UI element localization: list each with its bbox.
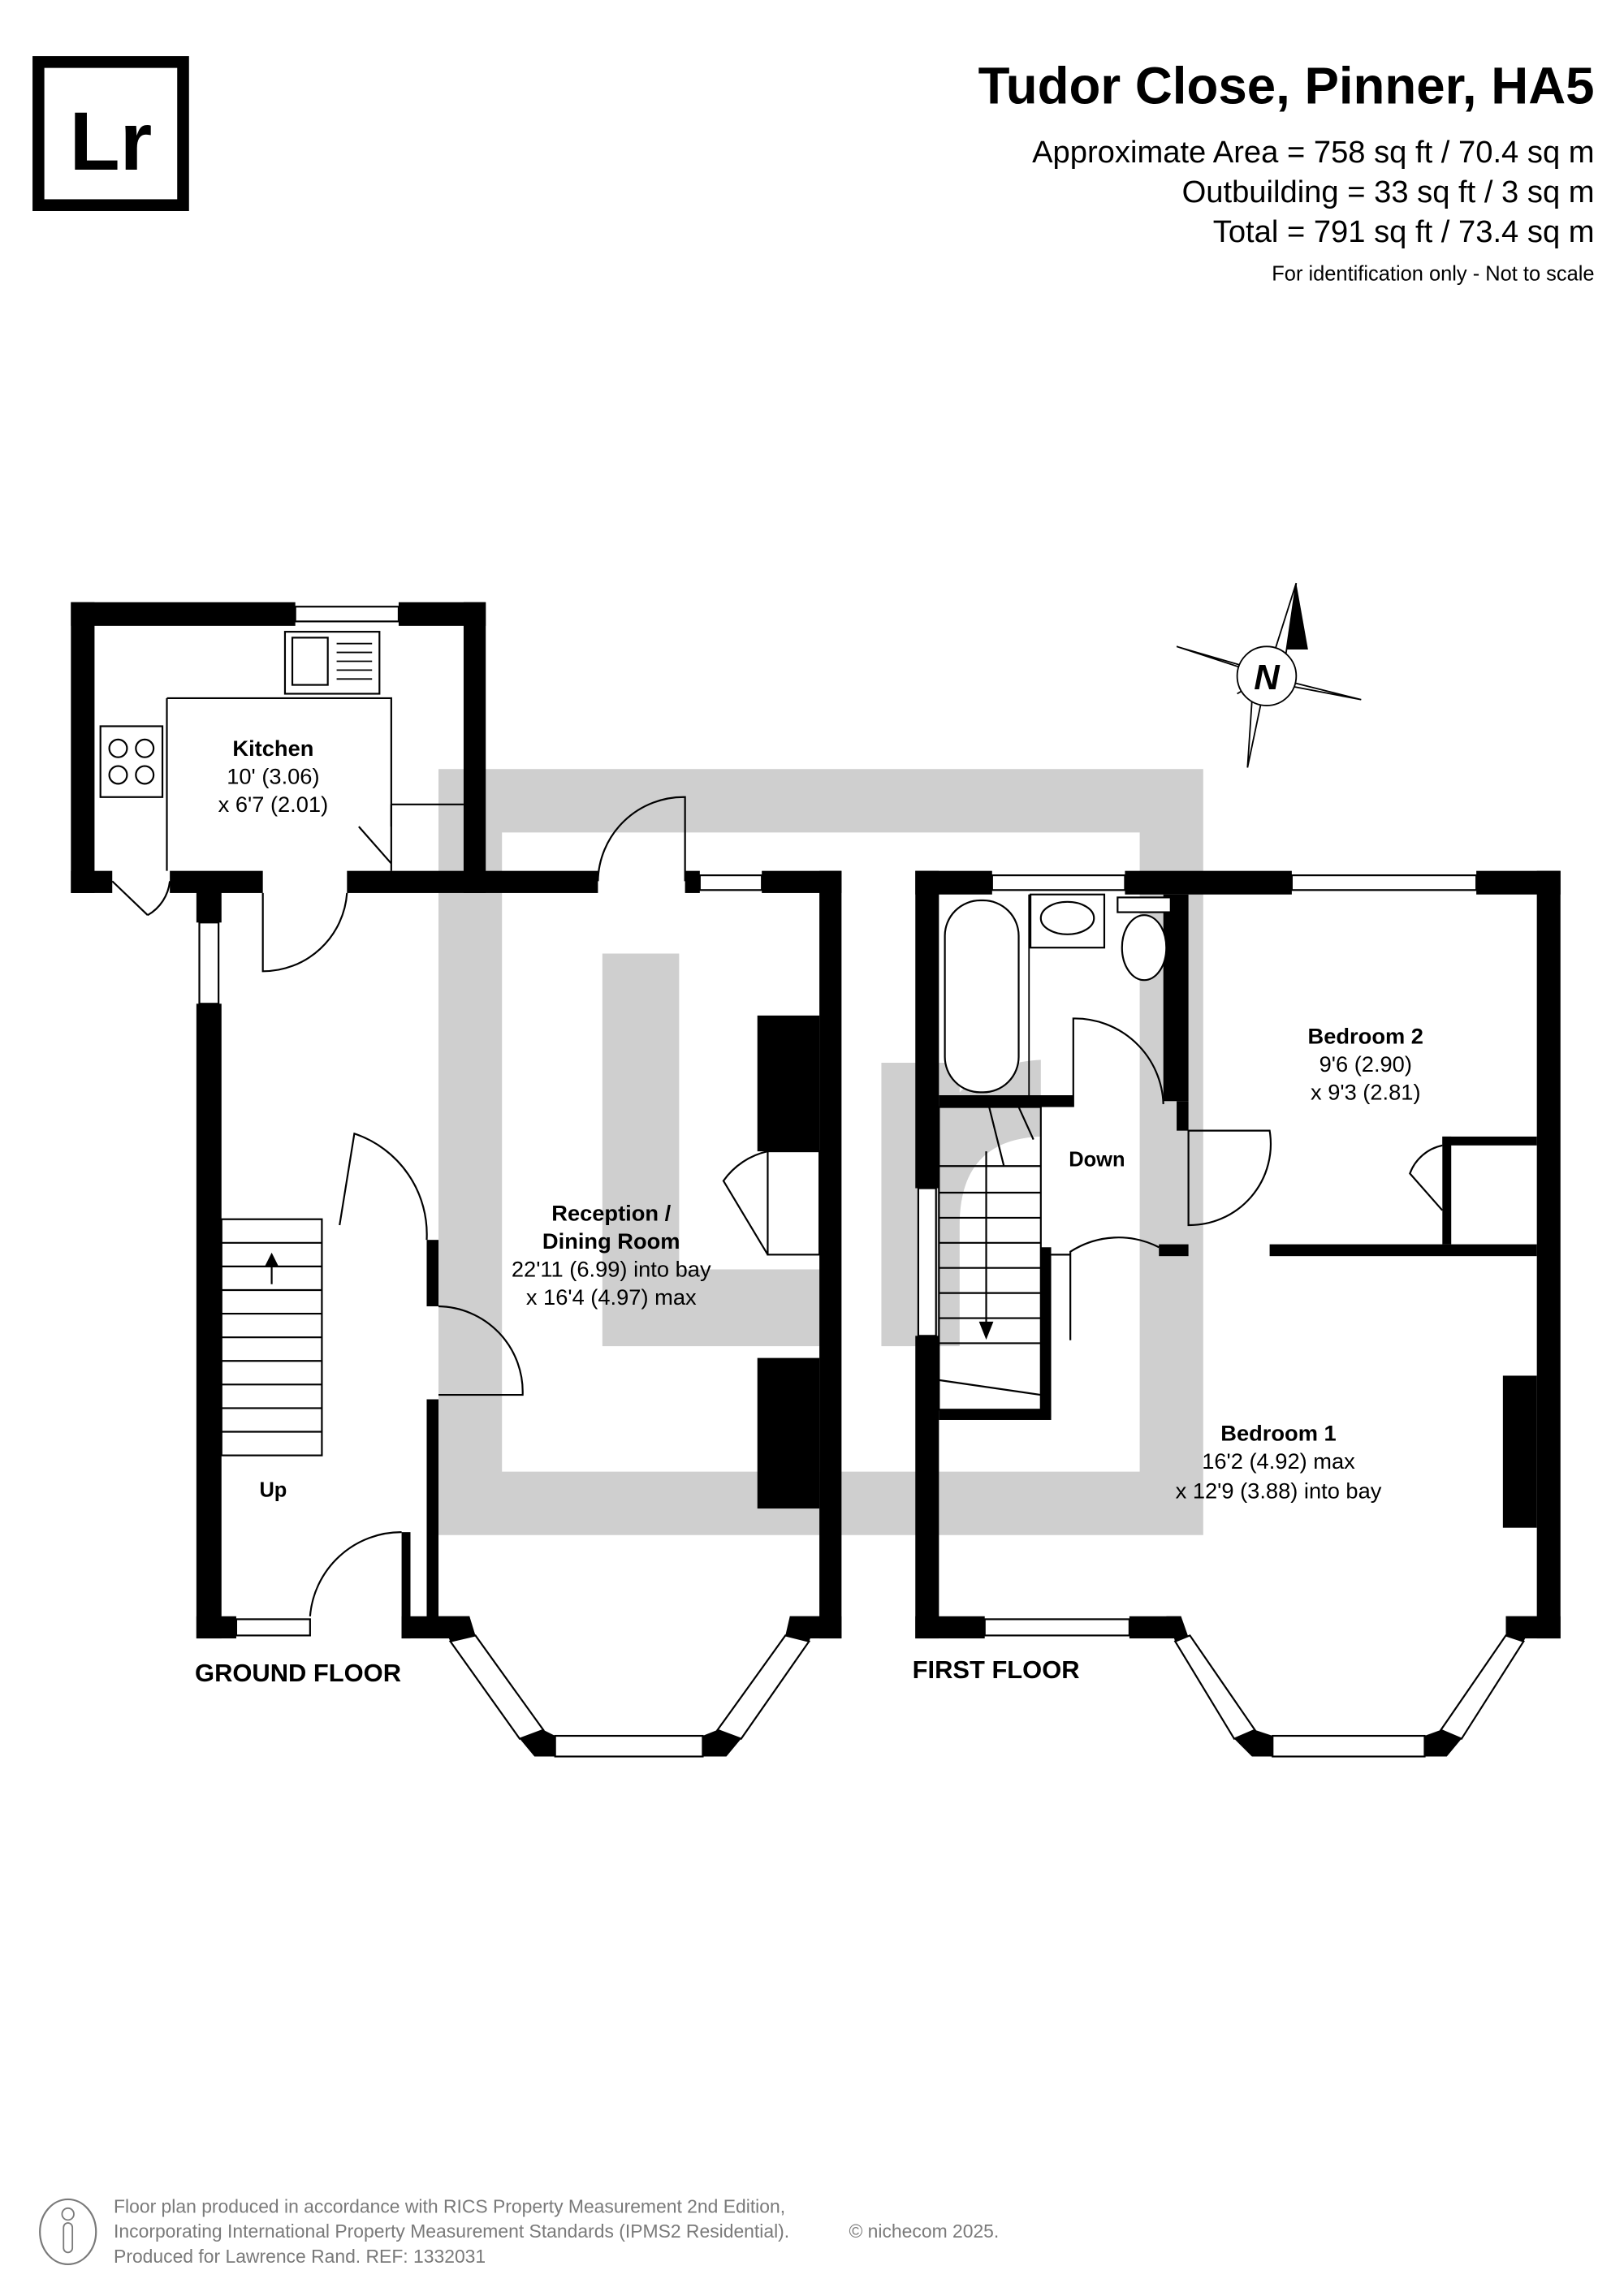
svg-text:16'2 (4.92) max: 16'2 (4.92) max xyxy=(1202,1448,1355,1474)
svg-text:Bedroom 2: Bedroom 2 xyxy=(1308,1023,1423,1048)
svg-text:x 6'7 (2.01): x 6'7 (2.01) xyxy=(218,792,329,817)
room-bedroom-1: Bedroom 1 16'2 (4.92) max x 12'9 (3.88) … xyxy=(1176,1420,1382,1503)
outbuilding-area: Outbuilding = 33 sq ft / 3 sq m xyxy=(1182,175,1595,209)
room-kitchen: Kitchen 10' (3.06) x 6'7 (2.01) xyxy=(218,736,329,817)
ground-floor-label: GROUND FLOOR xyxy=(195,1659,401,1687)
room-reception-dining: Reception / Dining Room 22'11 (6.99) int… xyxy=(512,1201,711,1310)
first-floor-label: FIRST FLOOR xyxy=(913,1655,1080,1684)
first-floor-stairs xyxy=(938,1106,1042,1411)
svg-text:x 9'3 (2.81): x 9'3 (2.81) xyxy=(1311,1079,1421,1104)
first-floor-plan xyxy=(915,870,1561,1758)
svg-text:Dining Room: Dining Room xyxy=(542,1228,680,1254)
svg-text:10' (3.06): 10' (3.06) xyxy=(227,763,319,788)
approximate-area: Approximate Area = 758 sq ft / 70.4 sq m xyxy=(1032,135,1595,170)
copyright: © nichecom 2025. xyxy=(849,2220,999,2242)
logo: Lr xyxy=(32,56,189,211)
svg-text:x 16'4 (4.97) max: x 16'4 (4.97) max xyxy=(526,1284,697,1310)
scale-note: For identification only - Not to scale xyxy=(1272,262,1594,285)
footer-line-2: Incorporating International Property Mea… xyxy=(114,2220,789,2242)
compass: N xyxy=(1176,582,1362,768)
svg-text:Reception /: Reception / xyxy=(551,1201,671,1226)
ground-floor-stairs xyxy=(220,1218,323,1457)
footer-line-3: Produced for Lawrence Rand. REF: 1332031 xyxy=(114,2246,486,2267)
footer-line-1: Floor plan produced in accordance with R… xyxy=(114,2195,785,2216)
footer: Floor plan produced in accordance with R… xyxy=(39,2195,999,2267)
svg-text:Lr: Lr xyxy=(70,95,153,188)
total-area: Total = 791 sq ft / 73.4 sq m xyxy=(1213,214,1595,249)
compass-north-label: N xyxy=(1254,658,1281,697)
room-bedroom-2: Bedroom 2 9'6 (2.90) x 9'3 (2.81) xyxy=(1308,1023,1423,1104)
svg-text:Bedroom 1: Bedroom 1 xyxy=(1220,1420,1336,1445)
svg-text:Kitchen: Kitchen xyxy=(232,736,313,761)
person-icon xyxy=(39,2198,97,2266)
property-title: Tudor Close, Pinner, HA5 xyxy=(978,57,1595,114)
svg-text:9'6 (2.90): 9'6 (2.90) xyxy=(1320,1051,1412,1077)
ground-floor-plan xyxy=(71,602,842,1758)
stairs-up-label: Up xyxy=(259,1479,287,1502)
stairs-down-label: Down xyxy=(1069,1148,1125,1171)
svg-text:22'11 (6.99) into bay: 22'11 (6.99) into bay xyxy=(512,1257,711,1282)
svg-text:x 12'9 (3.88) into bay: x 12'9 (3.88) into bay xyxy=(1176,1478,1382,1503)
